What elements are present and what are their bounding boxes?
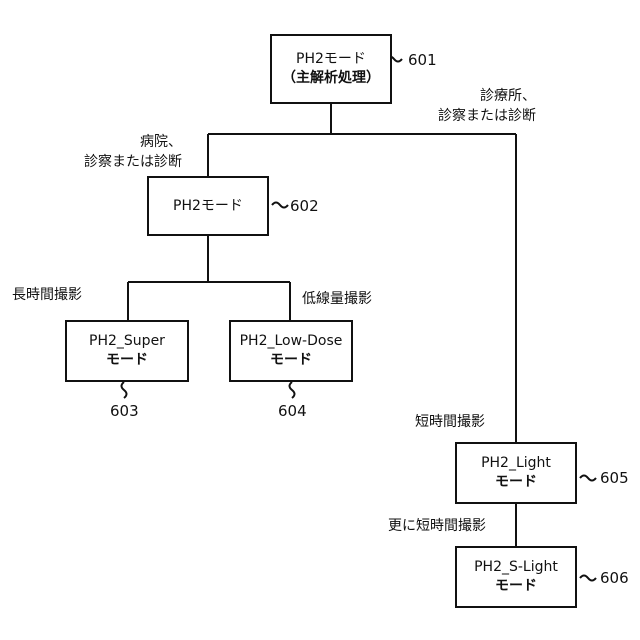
- ref-604: 604: [278, 402, 307, 420]
- leader-603: [122, 382, 127, 398]
- node-604-line1: PH2_Low-Dose: [240, 332, 343, 351]
- leader-606: [580, 576, 596, 581]
- node-603-line2: モード: [106, 351, 148, 370]
- node-601: PH2モード （主解析処理）: [270, 34, 392, 104]
- node-603-line1: PH2_Super: [89, 332, 165, 351]
- leader-605: [580, 476, 596, 481]
- node-601-line1: PH2モード: [296, 50, 366, 69]
- edge-label-short-time: 短時間撮影: [415, 412, 485, 432]
- edge-label-clinic-line1: 診療所、: [438, 86, 536, 106]
- leader-604: [290, 382, 295, 398]
- ref-603: 603: [110, 402, 139, 420]
- node-605-line2: モード: [495, 473, 537, 492]
- ref-605: 605: [600, 469, 629, 487]
- node-605: PH2_Light モード: [455, 442, 577, 504]
- node-601-line2: （主解析処理）: [282, 69, 380, 88]
- edge-label-long-time: 長時間撮影: [12, 285, 82, 305]
- node-604: PH2_Low-Dose モード: [229, 320, 353, 382]
- edge-label-shorter-time: 更に短時間撮影: [388, 516, 486, 536]
- node-602-line1: PH2モード: [173, 197, 243, 216]
- leader-602: [272, 203, 288, 208]
- edge-label-clinic-line2: 診察または診断: [438, 106, 536, 126]
- node-602: PH2モード: [147, 176, 269, 236]
- node-606: PH2_S-Light モード: [455, 546, 577, 608]
- node-604-line2: モード: [270, 351, 312, 370]
- node-606-line1: PH2_S-Light: [474, 558, 558, 577]
- edge-label-hospital-line1: 病院、: [84, 132, 182, 152]
- node-603: PH2_Super モード: [65, 320, 189, 382]
- node-605-line1: PH2_Light: [481, 454, 551, 473]
- ref-601: 601: [408, 51, 437, 69]
- ref-602: 602: [290, 197, 319, 215]
- edge-label-hospital-line2: 診察または診断: [84, 152, 182, 172]
- edge-label-clinic: 診療所、 診察または診断: [438, 86, 536, 126]
- edge-label-hospital: 病院、 診察または診断: [84, 132, 182, 172]
- ref-606: 606: [600, 569, 629, 587]
- node-606-line2: モード: [495, 577, 537, 596]
- edge-label-low-dose: 低線量撮影: [302, 289, 372, 309]
